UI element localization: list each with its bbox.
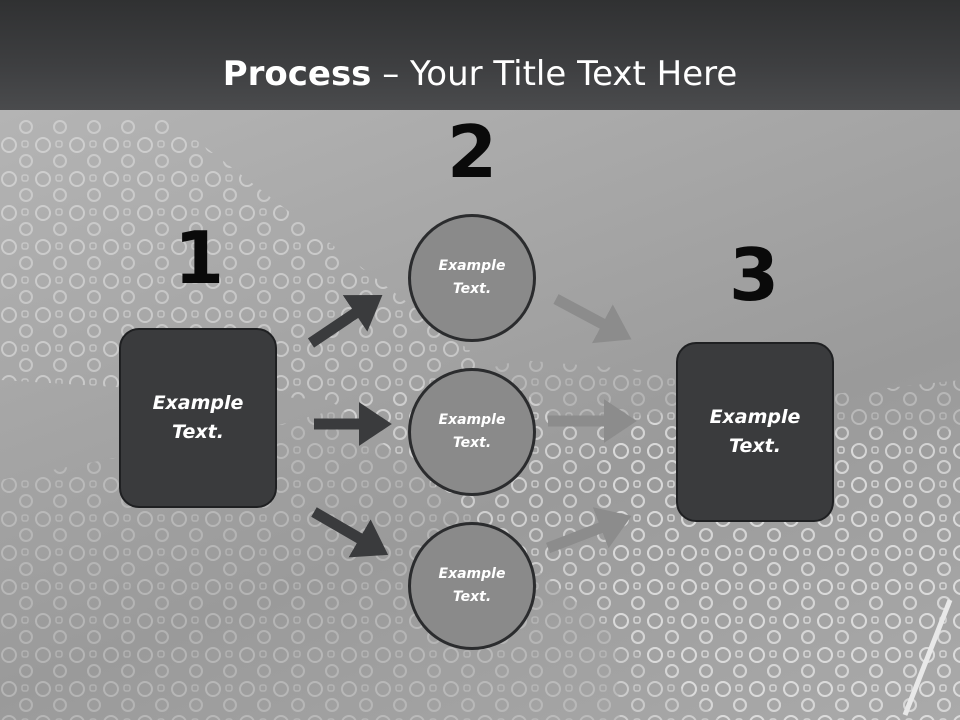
step-2-node-2[interactable]: Example Text. [408,368,536,496]
step-2-number: 2 [446,110,498,194]
step-2-node-1-label: Example Text. [438,258,506,297]
step-3-box[interactable]: Example Text. [676,342,834,522]
step-2-node-2-label: Example Text. [438,412,506,451]
step-3-number: 3 [728,233,780,317]
step-2-node-1[interactable]: Example Text. [408,214,536,342]
step-1-number: 1 [173,216,225,300]
step-2-node-3[interactable]: Example Text. [408,522,536,650]
step-1-label: Example Text. [152,392,244,443]
step-1-box[interactable]: Example Text. [119,328,277,508]
title-rest: – Your Title Text Here [371,54,738,94]
title-strong: Process [222,54,372,94]
pen-stroke [902,599,953,716]
step-2-node-3-label: Example Text. [438,566,506,605]
slide-title: Process – Your Title Text Here [0,50,960,98]
title-bar: Process – Your Title Text Here [0,0,960,110]
step-3-label: Example Text. [709,406,801,457]
